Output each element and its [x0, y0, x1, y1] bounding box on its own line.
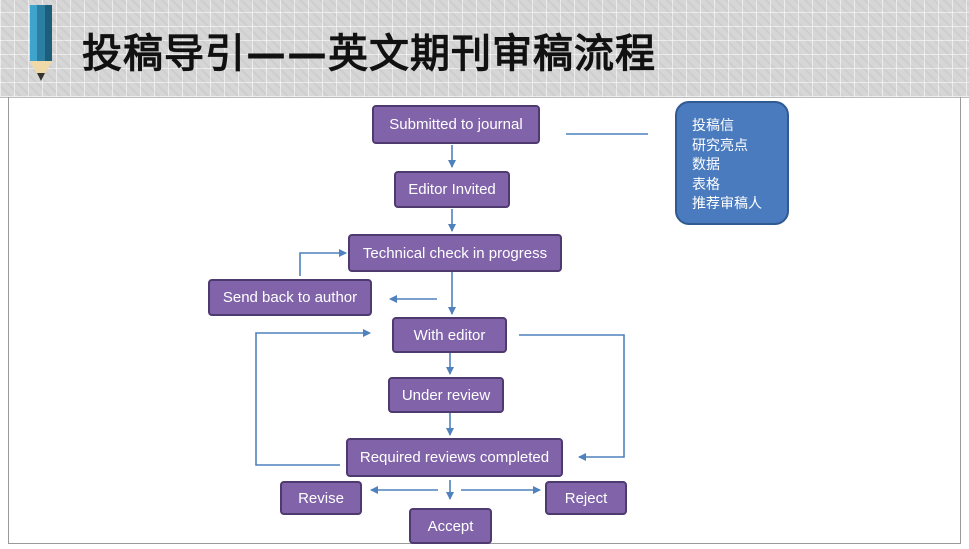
node-reject: Reject [545, 481, 627, 515]
header-band [0, 0, 969, 98]
node-required-reviews-completed: Required reviews completed [346, 438, 563, 477]
connector-with-editor-to-completed [519, 334, 625, 461]
note-item: 投稿信 [692, 118, 734, 134]
node-accept: Accept [409, 508, 492, 544]
node-revise: Revise [280, 481, 362, 515]
pencil-icon [30, 5, 52, 81]
note-item: 数据 [692, 157, 720, 173]
connector-completed-loop-back [255, 329, 371, 466]
connector-send-back-loop [299, 249, 347, 276]
note-item: 表格 [692, 176, 720, 193]
node-with-editor: With editor [392, 317, 507, 353]
node-send-back-to-author: Send back to author [208, 279, 372, 316]
submission-materials-note: 投稿信 研究亮点 数据 表格 推荐审稿人 [675, 101, 789, 225]
node-editor-invited: Editor Invited [394, 171, 510, 208]
note-item: 研究亮点 [692, 137, 748, 154]
slide-title: 投稿导引——英文期刊审稿流程 [82, 31, 656, 77]
note-item: 推荐审稿人 [692, 196, 762, 212]
node-submitted-to-journal: Submitted to journal [372, 105, 540, 144]
node-technical-check: Technical check in progress [348, 234, 562, 272]
node-under-review: Under review [388, 377, 504, 413]
